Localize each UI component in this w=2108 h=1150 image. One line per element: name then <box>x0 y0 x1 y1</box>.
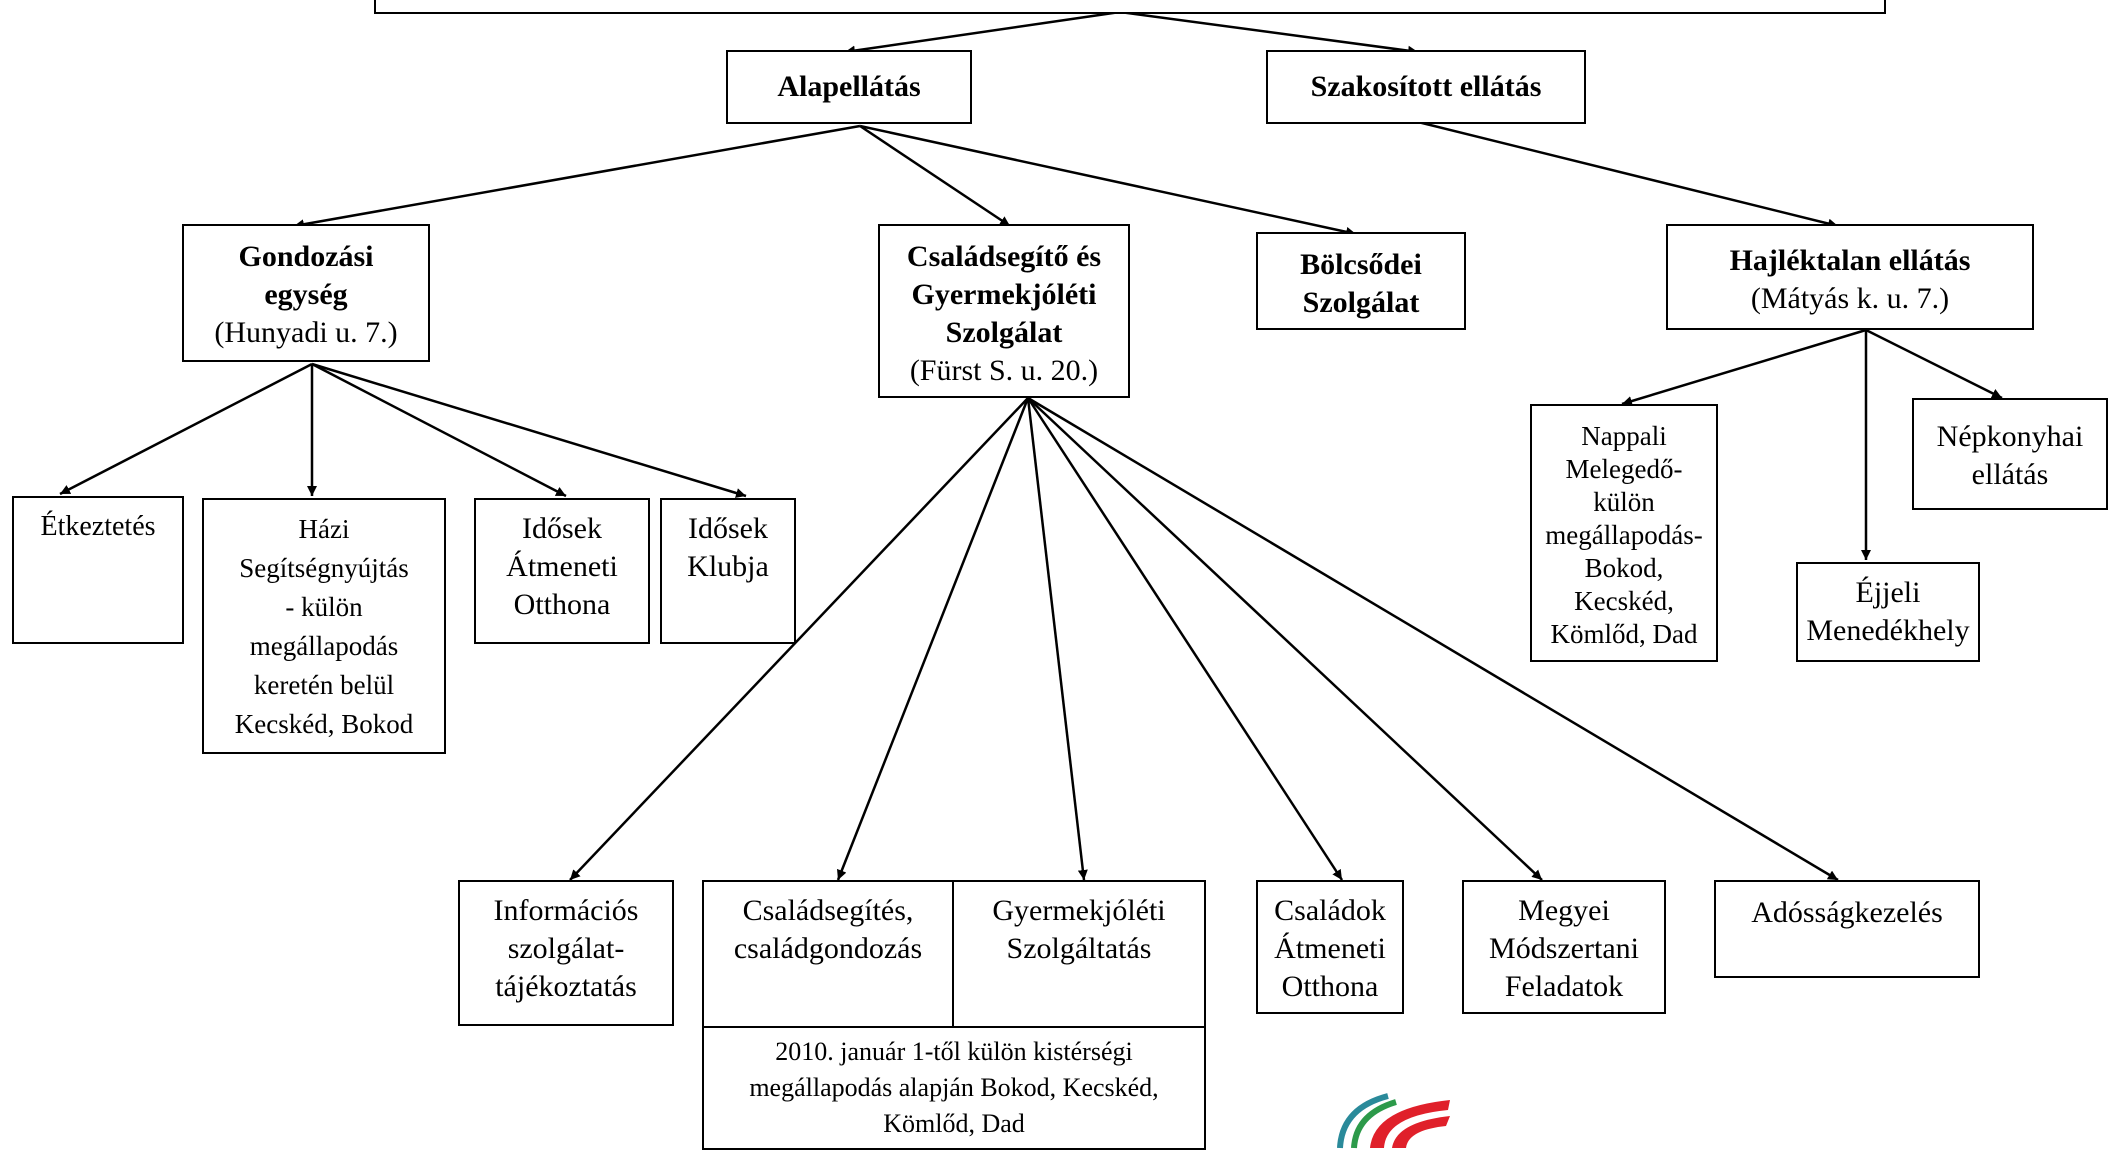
family-help-label: Családsegítés, családgondozás <box>733 894 923 965</box>
debt-management-label: Adósságkezelés <box>1751 896 1943 929</box>
specialized-care-box: Szakosított ellátás <box>1266 50 1586 124</box>
catering-label: Étkeztetés <box>40 511 156 542</box>
night-shelter-box: Éjjeli Menedékhely <box>1796 562 1980 662</box>
basic-care-label: Alapellátás <box>777 70 921 103</box>
information-service-label: Információs szolgálat- tájékoztatás <box>493 894 639 1003</box>
arrow-family-to-family-help <box>836 397 1030 881</box>
elderly-temp-home-box: Idősek Átmeneti Otthona <box>474 498 650 644</box>
day-warming-box: Nappali Melegedő- külön megállapodás- Bo… <box>1530 404 1718 662</box>
arrow-basic-to-family-service <box>859 124 1011 228</box>
homeless-title: Hajléktalan ellátás <box>1729 244 1971 277</box>
combined-horizontal-divider <box>704 1026 1204 1028</box>
information-service-box: Információs szolgálat- tájékoztatás <box>458 880 674 1026</box>
logo-swoosh-1 <box>1370 1100 1450 1148</box>
family-service-title: Családsegítő és Gyermekjóléti Szolgálat <box>906 240 1102 349</box>
family-service-address: (Fürst S. u. 20.) <box>909 354 1099 387</box>
arrow-specialized-to-homeless <box>1417 120 1839 229</box>
family-temp-home-box: Családok Átmeneti Otthona <box>1256 880 1404 1014</box>
arrow-basic-to-care-unit <box>293 124 861 230</box>
arrow-homeless-to-day-warming <box>1621 328 1867 406</box>
day-warming-label: Nappali Melegedő- külön megállapodás- Bo… <box>1545 421 1703 649</box>
care-unit-title: Gondozási egység <box>238 240 374 311</box>
arrow-family-to-debt <box>1027 396 1839 882</box>
arrow-family-to-family-temp <box>1026 397 1344 881</box>
organization-logo <box>1337 1093 1450 1149</box>
arrow-basic-to-nursery <box>859 124 1357 237</box>
county-method-label: Megyei Módszertani Feladatok <box>1489 894 1639 1003</box>
homeless-box: Hajléktalan ellátás (Mátyás k. u. 7.) <box>1666 224 2034 330</box>
family-child-combined-box: Családsegítés, családgondozás Gyermekjól… <box>702 880 1206 1150</box>
elderly-temp-home-label: Idősek Átmeneti Otthona <box>506 512 618 621</box>
arrow-care-unit-to-elderly-home <box>311 362 567 498</box>
arrow-family-to-child-welfare <box>1026 397 1088 881</box>
logo-arc-green <box>1351 1099 1397 1149</box>
arrow-root-to-specialized <box>1119 10 1419 56</box>
home-help-box: Házi Segítségnyújtás - külön megállapodá… <box>202 498 446 754</box>
family-service-box: Családsegítő és Gyermekjóléti Szolgálat … <box>878 224 1130 398</box>
agreement-note-label: 2010. január 1-től külön kistérségi megá… <box>749 1037 1159 1138</box>
home-help-label: Házi Segítségnyújtás - külön megállapodá… <box>234 514 414 739</box>
homeless-address: (Mátyás k. u. 7.) <box>1750 282 1950 315</box>
night-shelter-label: Éjjeli Menedékhely <box>1806 576 1970 647</box>
nursery-label: Bölcsődei Szolgálat <box>1300 248 1422 319</box>
combined-vertical-divider <box>952 882 954 1026</box>
catering-box: Étkeztetés <box>12 496 184 644</box>
arrow-root-to-basic <box>844 10 1121 56</box>
care-unit-box: Gondozási egység (Hunyadi u. 7.) <box>182 224 430 362</box>
soup-kitchen-label: Népkonyhai ellátás <box>1936 420 2084 491</box>
soup-kitchen-box: Népkonyhai ellátás <box>1912 398 2108 510</box>
arrow-family-to-county <box>1027 397 1543 881</box>
debt-management-box: Adósságkezelés <box>1714 880 1980 978</box>
family-temp-home-label: Családok Átmeneti Otthona <box>1274 894 1386 1003</box>
care-unit-address: (Hunyadi u. 7.) <box>214 316 398 349</box>
county-method-box: Megyei Módszertani Feladatok <box>1462 880 1666 1014</box>
elderly-club-label: Idősek Klubja <box>687 512 769 583</box>
root-box <box>374 0 1886 14</box>
logo-arc-teal <box>1337 1093 1389 1149</box>
nursery-box: Bölcsődei Szolgálat <box>1256 232 1466 330</box>
elderly-club-box: Idősek Klubja <box>660 498 796 644</box>
arrow-family-to-info <box>569 397 1029 881</box>
logo-swoosh-2 <box>1392 1116 1450 1148</box>
specialized-care-label: Szakosított ellátás <box>1310 70 1542 103</box>
arrow-homeless-to-soup-kitchen <box>1865 328 2003 400</box>
arrow-care-unit-to-catering <box>59 362 313 496</box>
child-welfare-label: Gyermekjóléti Szolgáltatás <box>992 894 1166 965</box>
basic-care-box: Alapellátás <box>726 50 972 124</box>
arrow-care-unit-to-elderly-club <box>311 362 747 498</box>
